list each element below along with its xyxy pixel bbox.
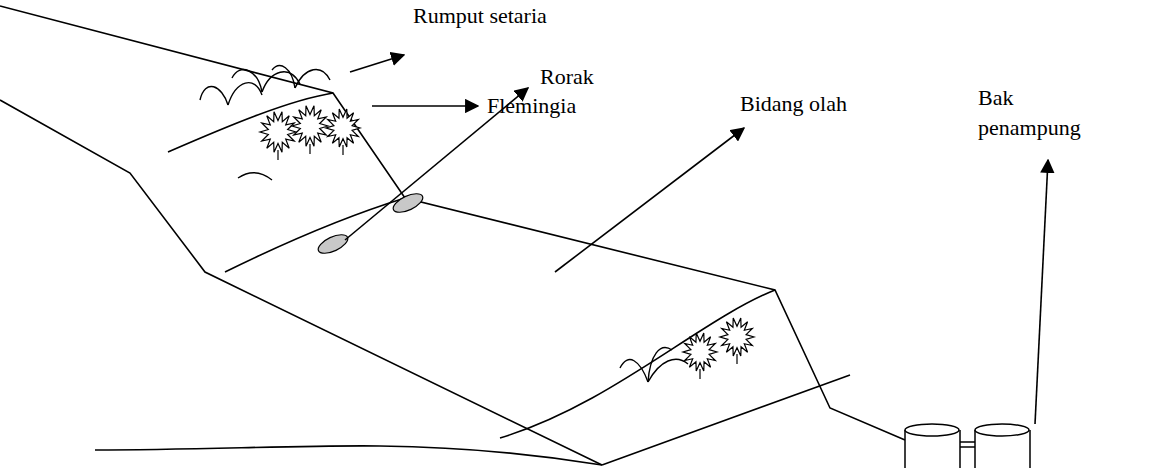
- callout-label: Bidang olah: [740, 89, 847, 119]
- shrub-stem: [309, 144, 310, 154]
- flemingia-shrub: [260, 112, 296, 152]
- flemingia-shrub: [292, 106, 328, 146]
- flemingia-shrubs: [260, 106, 754, 379]
- terrain-lines: [0, 6, 905, 465]
- callout-label: Flemingia: [487, 91, 576, 121]
- leader-arrows: [345, 55, 1048, 424]
- flemingia-shrub: [720, 318, 754, 356]
- callout-label: Rorak: [540, 62, 594, 92]
- shrub-stem: [277, 150, 278, 160]
- setaria-grass: [200, 66, 688, 382]
- flemingia-shrub: [326, 109, 360, 147]
- shrub-stem: [342, 145, 343, 155]
- flemingia-shrub: [683, 333, 717, 371]
- shrub-stem: [699, 369, 700, 379]
- shrub-stem: [736, 354, 737, 364]
- callout-label: Bak penampung: [978, 83, 1103, 143]
- collection-tanks: [905, 424, 1030, 468]
- callout-label: Rumput setaria: [413, 1, 547, 31]
- rorak-pits: [316, 190, 426, 257]
